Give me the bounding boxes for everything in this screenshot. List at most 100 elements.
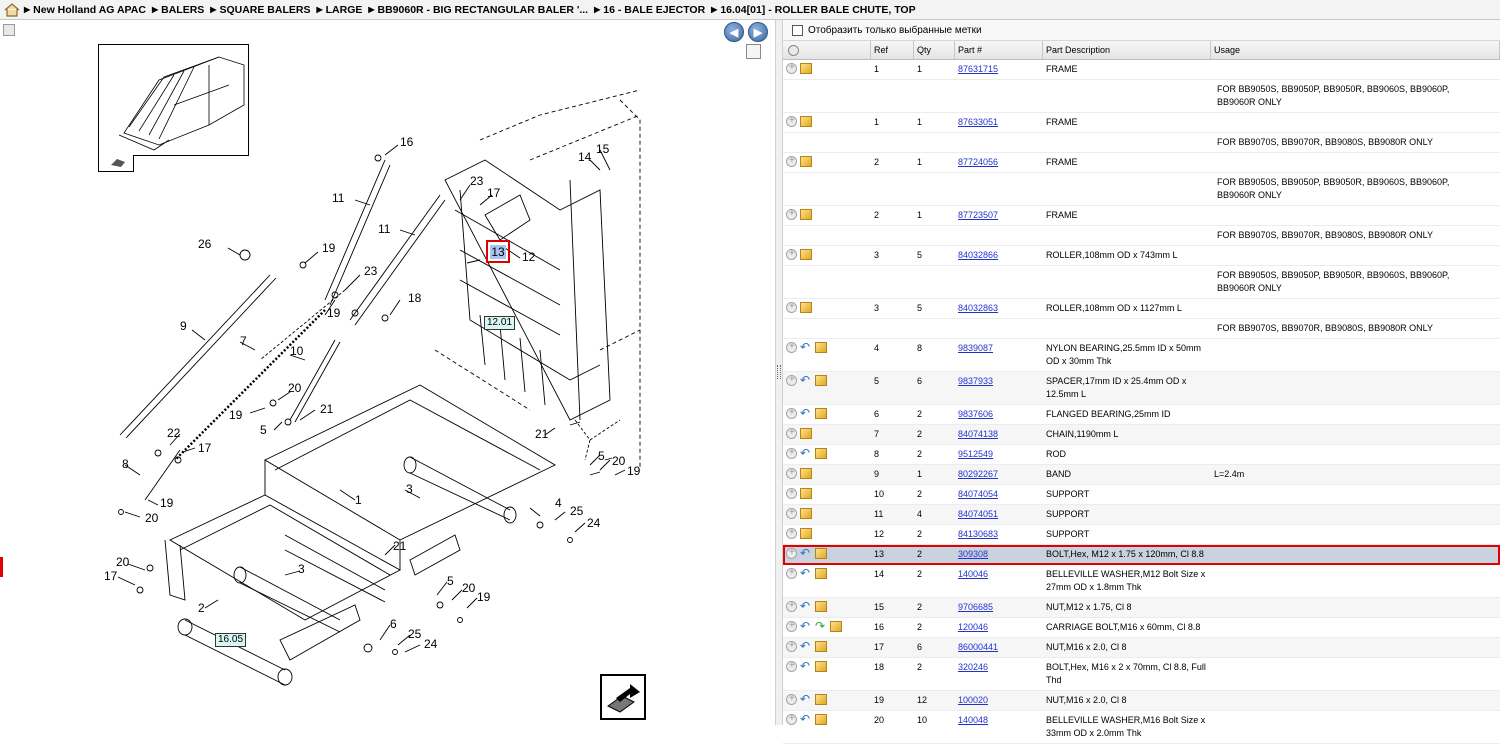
- diagram-callout[interactable]: 9: [180, 319, 187, 333]
- expand-row-icon[interactable]: [786, 446, 797, 459]
- add-to-cart-icon[interactable]: [815, 375, 827, 386]
- breadcrumb-item[interactable]: ▶New Holland AG APAC: [24, 4, 146, 16]
- diagram-callout[interactable]: 1: [355, 493, 362, 507]
- add-to-cart-icon[interactable]: [800, 508, 812, 519]
- expand-row-icon[interactable]: [786, 247, 797, 260]
- diagram-callout[interactable]: 5: [598, 449, 605, 463]
- add-to-cart-icon[interactable]: [800, 249, 812, 260]
- diagram-callout[interactable]: 6: [390, 617, 397, 631]
- replaced-by-icon[interactable]: ↶: [800, 659, 811, 673]
- breadcrumb-item[interactable]: ▶BB9060R - BIG RECTANGULAR BALER '...: [368, 4, 588, 16]
- part-number-link[interactable]: 80292267: [958, 469, 999, 479]
- expand-row-icon[interactable]: [786, 426, 797, 439]
- diagram-callout[interactable]: 5: [260, 423, 267, 437]
- add-to-cart-icon[interactable]: [800, 63, 812, 74]
- show-selected-checkbox[interactable]: [792, 24, 803, 36]
- diagram-callout[interactable]: 10: [290, 344, 304, 358]
- add-to-cart-icon[interactable]: [815, 408, 827, 419]
- expand-row-icon[interactable]: [786, 61, 797, 74]
- diagram-callout[interactable]: 20: [145, 511, 159, 525]
- diagram-callout[interactable]: 21: [393, 539, 407, 553]
- part-number-link[interactable]: 120046: [958, 622, 989, 632]
- part-number-link[interactable]: 9837606: [958, 409, 994, 419]
- replaces-icon[interactable]: ↷: [815, 619, 826, 633]
- diagram-callout[interactable]: 23: [470, 174, 484, 188]
- diagram-callout[interactable]: 8: [122, 457, 129, 471]
- home-icon[interactable]: [4, 2, 20, 17]
- expand-row-icon[interactable]: [786, 566, 797, 579]
- breadcrumb-item[interactable]: ▶LARGE: [316, 4, 362, 16]
- expand-row-icon[interactable]: [786, 619, 797, 632]
- diagram-callout[interactable]: 25: [408, 627, 422, 641]
- ref-box-12-01[interactable]: 12.01: [484, 316, 516, 330]
- replaced-by-icon[interactable]: ↶: [800, 639, 811, 653]
- replaced-by-icon[interactable]: ↶: [800, 373, 811, 387]
- part-number-link[interactable]: 87631715: [958, 64, 999, 74]
- add-to-cart-icon[interactable]: [800, 116, 812, 127]
- add-to-cart-icon[interactable]: [815, 661, 827, 672]
- add-to-cart-icon[interactable]: [815, 714, 827, 725]
- diagram-callout[interactable]: 17: [104, 569, 118, 583]
- part-number-link[interactable]: 9837933: [958, 376, 994, 386]
- breadcrumb-item[interactable]: ▶BALERS: [152, 4, 204, 16]
- header-qty[interactable]: Qty: [914, 41, 955, 59]
- breadcrumb-item[interactable]: ▶16 - BALE EJECTOR: [594, 4, 705, 16]
- replaced-by-icon[interactable]: ↶: [800, 446, 811, 460]
- header-part[interactable]: Part #: [955, 41, 1043, 59]
- add-to-cart-icon[interactable]: [815, 568, 827, 579]
- expand-row-icon[interactable]: [786, 207, 797, 220]
- diagram-callout[interactable]: 11: [332, 191, 345, 205]
- expand-row-icon[interactable]: [786, 154, 797, 167]
- add-to-cart-icon[interactable]: [800, 156, 812, 167]
- expand-row-icon[interactable]: [786, 300, 797, 313]
- header-ref[interactable]: Ref: [871, 41, 914, 59]
- part-number-link[interactable]: 87723507: [958, 210, 999, 220]
- add-to-cart-icon[interactable]: [815, 641, 827, 652]
- expand-row-icon[interactable]: [786, 406, 797, 419]
- diagram-callout[interactable]: 15: [596, 142, 610, 156]
- diagram-callout[interactable]: 22: [167, 426, 181, 440]
- expand-row-icon[interactable]: [786, 486, 797, 499]
- part-number-link[interactable]: 309308: [958, 549, 989, 559]
- expand-row-icon[interactable]: [786, 639, 797, 652]
- add-to-cart-icon[interactable]: [815, 448, 827, 459]
- next-page-arrow-icon[interactable]: [600, 674, 646, 720]
- part-number-link[interactable]: 84032866: [958, 250, 999, 260]
- diagram-callout[interactable]: 19: [627, 464, 641, 478]
- header-description[interactable]: Part Description: [1043, 41, 1211, 59]
- diagram-callout[interactable]: 11: [378, 222, 391, 236]
- expand-row-icon[interactable]: [786, 526, 797, 539]
- part-number-link[interactable]: 100020: [958, 695, 989, 705]
- diagram-callout[interactable]: 3: [298, 562, 305, 576]
- diagram-callout[interactable]: 24: [587, 516, 601, 530]
- diagram-callout[interactable]: 19: [327, 306, 341, 320]
- replaced-by-icon[interactable]: ↶: [800, 599, 811, 613]
- expand-row-icon[interactable]: [786, 599, 797, 612]
- diagram-callout[interactable]: 23: [364, 264, 378, 278]
- breadcrumb-item[interactable]: ▶SQUARE BALERS: [210, 4, 310, 16]
- part-number-link[interactable]: 140046: [958, 569, 989, 579]
- part-number-link[interactable]: 9706685: [958, 602, 994, 612]
- replaced-by-icon[interactable]: ↶: [800, 406, 811, 420]
- diagram-callout[interactable]: 26: [198, 237, 212, 251]
- panel-splitter[interactable]: [775, 20, 783, 725]
- breadcrumb-item[interactable]: ▶16.04[01] - ROLLER BALE CHUTE, TOP: [711, 4, 915, 16]
- diagram-callout[interactable]: 18: [408, 291, 422, 305]
- part-number-link[interactable]: 9839087: [958, 343, 994, 353]
- replaced-by-icon[interactable]: ↶: [800, 566, 811, 580]
- diagram-callout[interactable]: 24: [424, 637, 438, 651]
- add-to-cart-icon[interactable]: [830, 621, 842, 632]
